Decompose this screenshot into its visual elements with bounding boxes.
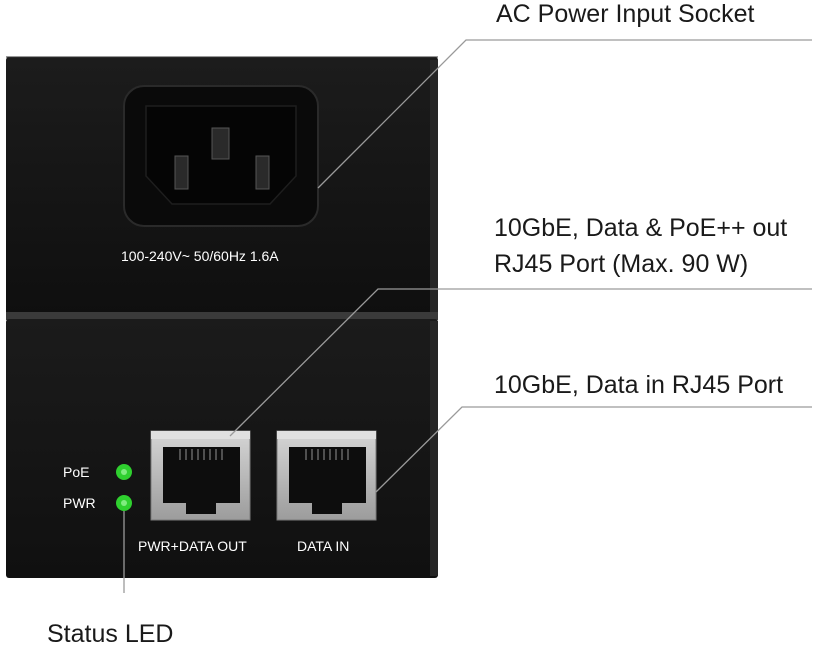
callout-poe-out-line1: 10GbE, Data & PoE++ out <box>494 214 788 242</box>
leader-ac-socket <box>317 39 812 189</box>
leader-data-in <box>375 406 812 493</box>
power-rating-label: 100-240V~ 50/60Hz 1.6A <box>121 248 279 264</box>
poe-led-label: PoE <box>63 464 90 480</box>
pwr-led-label: PWR <box>63 495 96 511</box>
rj45-port-out <box>150 430 251 521</box>
callout-status-led: Status LED <box>47 620 174 648</box>
leader-poe-out <box>229 288 812 437</box>
callout-poe-out-line2: RJ45 Port (Max. 90 W) <box>494 250 749 278</box>
callout-data-in: 10GbE, Data in RJ45 Port <box>494 371 784 399</box>
callout-ac-socket: AC Power Input Socket <box>496 0 755 28</box>
ac-power-socket <box>123 85 319 227</box>
rj45-port-in <box>276 430 377 521</box>
housing-seam <box>6 312 438 320</box>
port-in-label: DATA IN <box>297 538 350 554</box>
port-out-label: PWR+DATA OUT <box>138 538 247 554</box>
